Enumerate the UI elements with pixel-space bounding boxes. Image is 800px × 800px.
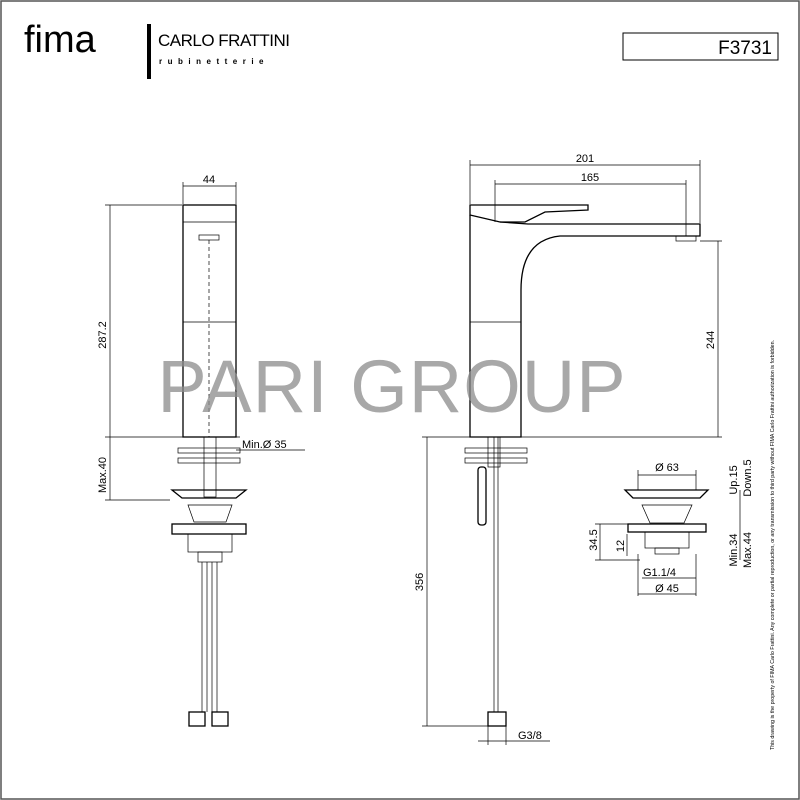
- dim-hose-length: 356: [414, 573, 426, 591]
- dim-h2: 12: [615, 540, 627, 552]
- code-box: [622, 32, 779, 61]
- dim-reach-spout: 165: [581, 172, 599, 184]
- logo: fima CARLO FRATTINI rubinetterie: [24, 19, 290, 79]
- disclaimer: This drawing is the property of FIMA Car…: [770, 340, 776, 750]
- dim-thread: G1.1/4: [643, 567, 676, 579]
- logo-brand: fima: [24, 19, 97, 61]
- dim-width: 44: [203, 174, 215, 186]
- dim-spout-height: 244: [705, 331, 717, 349]
- dim-h1: 34.5: [588, 529, 600, 550]
- dim-hole: Min.Ø 35: [242, 439, 287, 451]
- product-code: F3731: [718, 38, 772, 59]
- dim-height: 287.2: [97, 321, 109, 349]
- dim-down: Down.5: [742, 459, 754, 496]
- dim-connection: G3/8: [518, 730, 542, 742]
- dim-deck: Max.40: [97, 457, 109, 493]
- dim-waste-bottom: Ø 45: [655, 583, 679, 595]
- logo-sub: CARLO FRATTINI: [158, 31, 290, 50]
- logo-tagline: rubinetterie: [159, 57, 269, 66]
- dim-max: Max.44: [742, 532, 754, 568]
- dim-up: Up.15: [728, 465, 740, 494]
- waste-detail: Ø 63 Up.15 Down.5 Min.34 Max.44 34.5 12 …: [588, 459, 754, 596]
- dim-reach-total: 201: [576, 153, 594, 165]
- left-view: 44 287.2 Max.40 Min.Ø 35: [97, 174, 305, 727]
- dim-min: Min.34: [728, 533, 740, 566]
- watermark: PARI GROUP: [157, 345, 626, 428]
- right-view: 201 165 244 356 G3/8: [414, 153, 722, 745]
- dim-waste-top: Ø 63: [655, 462, 679, 474]
- logo-divider: [147, 24, 151, 79]
